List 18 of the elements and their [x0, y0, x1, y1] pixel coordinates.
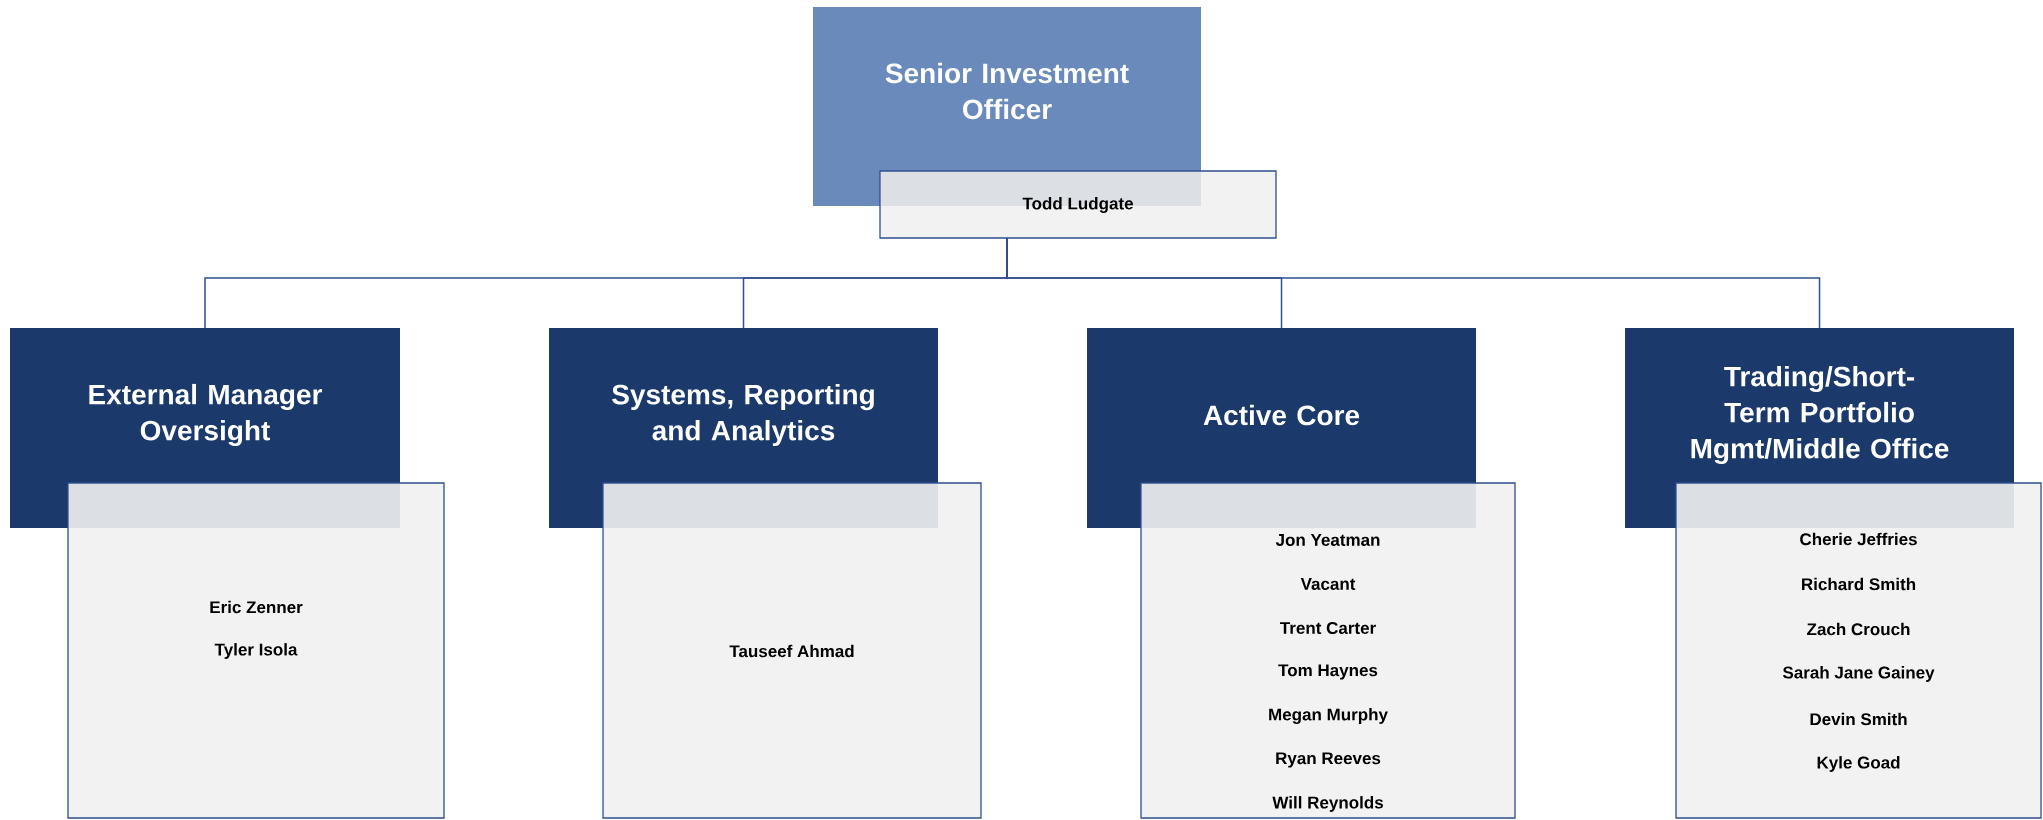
- person-name: Sarah Jane Gainey: [1782, 666, 1935, 682]
- person-name: Ryan Reeves: [1276, 752, 1381, 768]
- person-name: Tyler Isola: [214, 643, 298, 659]
- connector-line: [1006, 237, 1821, 329]
- person-name: Tauseef Ahmad: [729, 644, 854, 658]
- person-name: Eric Zenner: [210, 600, 303, 614]
- person-name: Jon Yeatman: [1275, 534, 1380, 546]
- person-name: Cherie Jeffries: [1800, 532, 1917, 546]
- person-name: Will Reynolds: [1272, 796, 1383, 812]
- person-name: Zach Crouch: [1807, 622, 1910, 636]
- person-name: Devin Smith: [1810, 712, 1907, 726]
- person-name: Trent Carter: [1280, 622, 1376, 635]
- person-name: Kyle Goad: [1817, 756, 1900, 772]
- person-name: Tom Haynes: [1278, 664, 1378, 680]
- person-name: Megan Murphy: [1269, 708, 1388, 724]
- person-name: Vacant: [1300, 578, 1356, 590]
- person-name: Richard Smith: [1802, 577, 1916, 591]
- name-box: Todd Ludgate: [879, 170, 1277, 239]
